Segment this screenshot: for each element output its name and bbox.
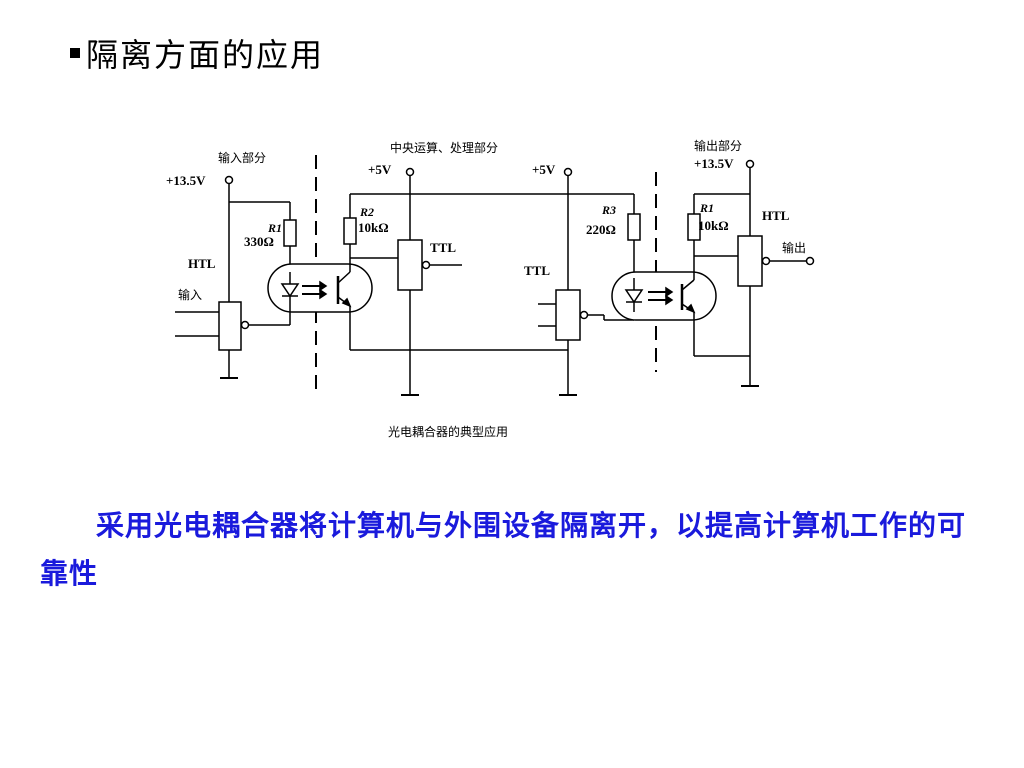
label-htl-input: HTL: [188, 256, 216, 271]
terminal-input-vcc: [224, 175, 234, 185]
diagram-caption: 光电耦合器的典型应用: [388, 424, 508, 439]
label-r1-output: R1: [699, 201, 714, 215]
description-paragraph: 采用光电耦合器将计算机与外围设备隔离开，以提高计算机工作的可靠性: [40, 509, 967, 590]
terminal-cpu-vcc-right: [563, 167, 573, 177]
optocoupler-1-led: [280, 283, 300, 298]
label-input-section: 输入部分: [218, 150, 266, 165]
bullet-icon: [70, 48, 80, 58]
htl-output-gate: [737, 235, 763, 287]
optocoupler-2: [611, 271, 717, 321]
label-ttl-1: TTL: [430, 240, 456, 255]
terminal-output: [805, 256, 815, 266]
label-cpu-section: 中央运算、处理部分: [390, 140, 498, 155]
slide-title-text: 隔离方面的应用: [86, 36, 325, 74]
label-output-section: 输出部分: [694, 138, 742, 153]
resistor-r1-input: [283, 219, 297, 247]
label-r3: R3: [601, 203, 616, 217]
label-r2-value: 10kΩ: [358, 220, 389, 235]
label-cpu-vcc-right: +5V: [532, 162, 556, 177]
resistor-r3: [627, 213, 641, 241]
label-output-vcc: +13.5V: [694, 156, 734, 171]
label-r2: R2: [359, 205, 374, 219]
label-r3-value: 220Ω: [586, 222, 616, 237]
ttl-gate-1: [397, 239, 423, 291]
label-output: 输出: [782, 240, 806, 255]
label-input: 输入: [178, 287, 202, 302]
terminal-cpu-vcc-left: [405, 167, 415, 177]
htl-input-gate: [218, 301, 242, 351]
label-r1-input: R1: [267, 221, 282, 235]
label-cpu-vcc-left: +5V: [368, 162, 392, 177]
terminal-output-vcc: [745, 159, 755, 169]
label-ttl-2: TTL: [524, 263, 550, 278]
resistor-r2: [343, 217, 357, 245]
slide-title: 隔离方面的应用: [70, 30, 324, 76]
optocoupler-2-led: [624, 289, 644, 304]
label-r1-output-value: 10kΩ: [698, 218, 729, 233]
label-r1-input-value: 330Ω: [244, 234, 274, 249]
label-htl-output: HTL: [762, 208, 790, 223]
ttl-gate-2: [555, 289, 581, 341]
label-input-vcc: +13.5V: [166, 173, 206, 188]
